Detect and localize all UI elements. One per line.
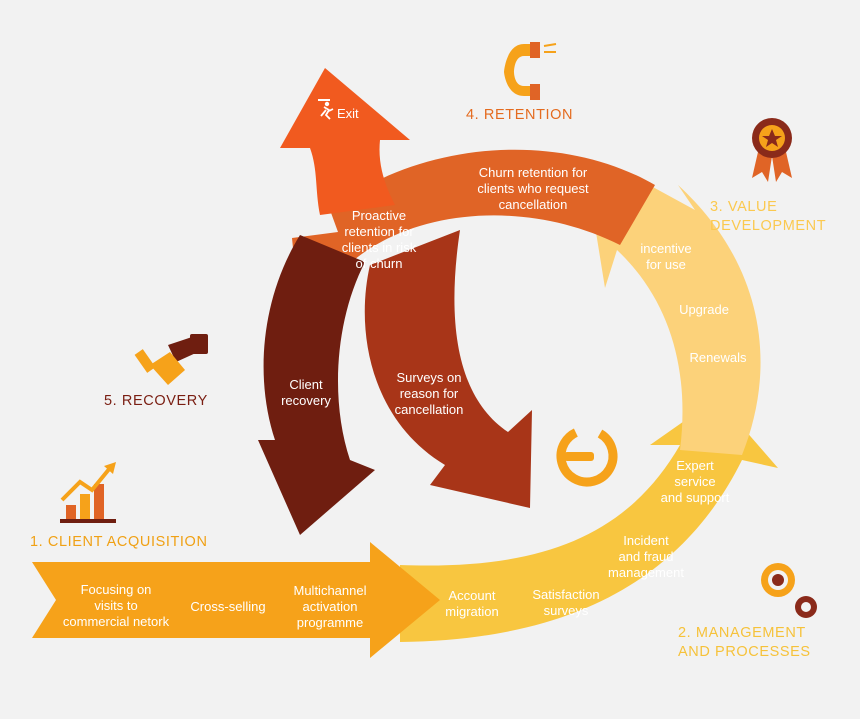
stage-heading-recovery: 5. RECOVERY — [104, 393, 208, 409]
acquisition-arrow — [32, 542, 440, 658]
stage-heading-value-development: 3. VALUE DEVELOPMENT — [710, 199, 827, 234]
running-person-icon — [318, 99, 334, 120]
label-expert-service: Expert service and support — [660, 458, 730, 505]
label-proactive-retention: Proactive retention for clients in risk … — [341, 208, 417, 271]
stage-heading-acquisition: 1. CLIENT ACQUISITION — [30, 534, 208, 550]
magnet-icon — [504, 42, 557, 100]
label-renewals: Renewals — [689, 350, 747, 365]
surveys-arrow — [364, 230, 532, 508]
label-account-migration: Account migration — [445, 588, 499, 619]
label-incident-fraud: Incident and fraud management — [608, 533, 684, 580]
stage-heading-retention: 4. RETENTION — [466, 107, 574, 123]
value-development-arc — [590, 180, 761, 455]
label-focusing-visits: Focusing on visits to commercial netork — [62, 582, 170, 629]
label-upgrade: Upgrade — [679, 302, 729, 317]
label-multichannel: Multichannel activation programme — [293, 583, 367, 630]
label-incentive: incentive for use — [640, 241, 692, 272]
recovery-dark-arrow — [258, 235, 375, 535]
label-churn-retention: Churn retention for clients who request … — [477, 165, 589, 212]
exit-arrow — [280, 68, 410, 215]
label-surveys-cancellation: Surveys on reason for cancellation — [394, 370, 464, 417]
power-off-icon — [556, 425, 618, 487]
label-satisfaction-surveys: Satisfaction surveys — [532, 587, 600, 618]
handshake-icon — [134, 334, 208, 385]
stage-heading-management: 2. MANAGEMENT AND PROCESSES — [678, 625, 811, 660]
growth-chart-icon — [60, 462, 116, 523]
gears-icon — [761, 563, 817, 618]
exit-label: Exit — [337, 106, 359, 121]
label-client-recovery: Client recovery — [281, 377, 331, 408]
management-arc — [400, 398, 778, 642]
award-badge-icon — [752, 118, 792, 182]
label-cross-selling: Cross-selling — [190, 599, 266, 614]
